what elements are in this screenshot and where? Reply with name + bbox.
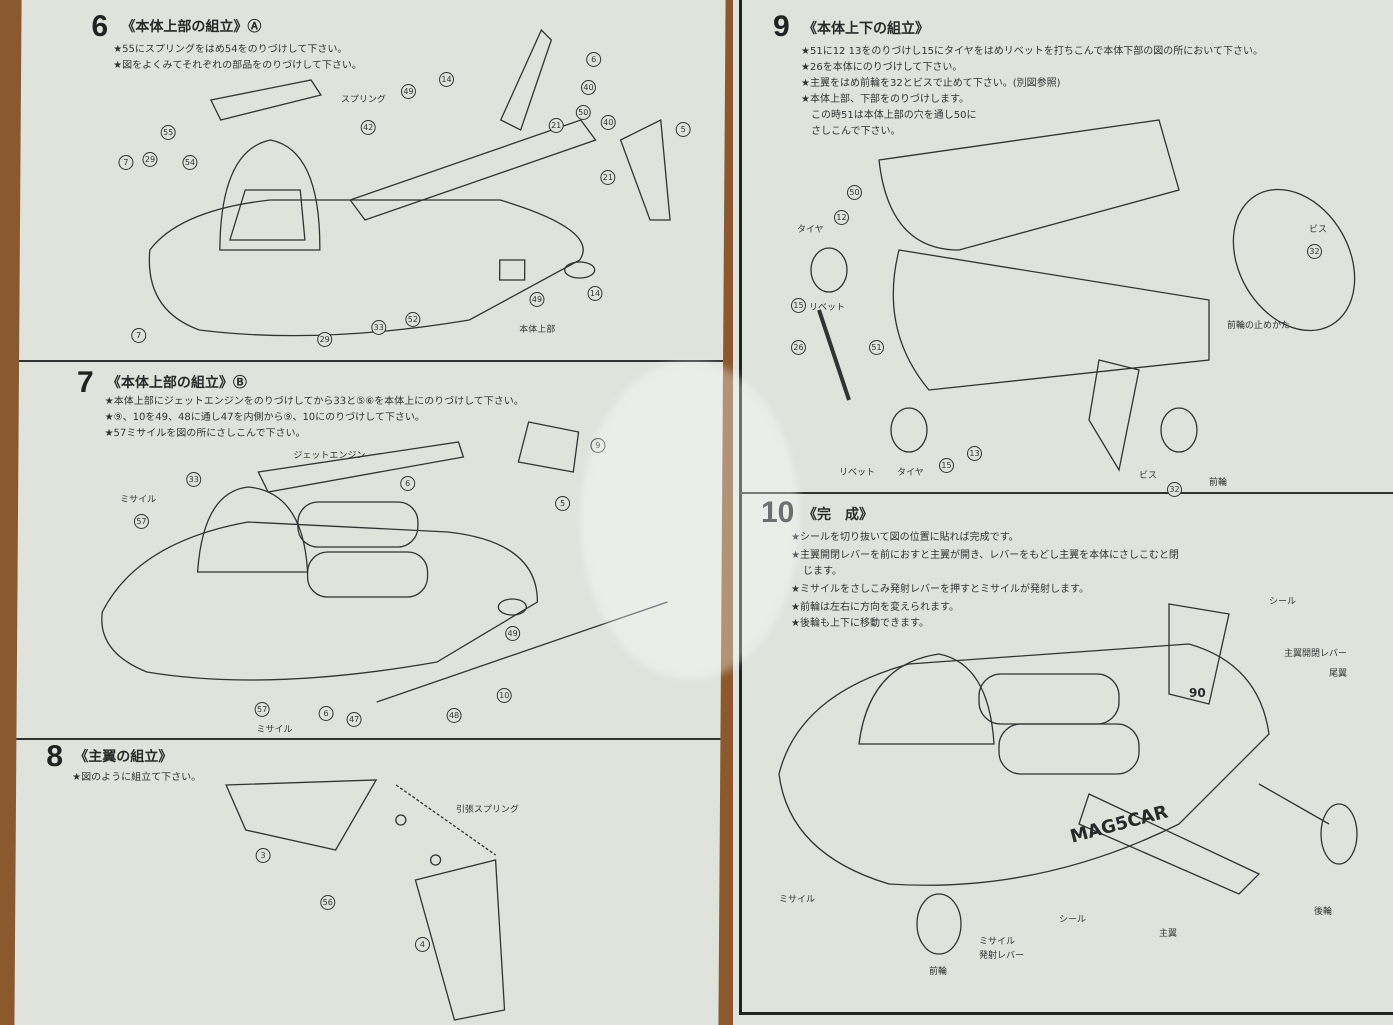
step-title: 《本体上下の組立》 [803,21,929,37]
part-callout: ビス [1139,471,1158,481]
instruction: ★本体上部、下部をのりづけします。 [801,94,969,105]
part-callout: 前輪の止めかた [1227,321,1291,331]
part-callout: 47 [346,712,362,727]
part-callout: 6 [586,52,602,67]
part-callout: 引張スプリング [455,805,519,815]
part-callout: 6 [400,476,416,491]
dragon-watermark [580,360,800,680]
body-upper-assembly-drawing [148,28,671,337]
main-wing-drawing [225,779,506,1021]
instruction: ★シールを切り抜いて図の位置に貼れば完成です。 [791,532,1019,543]
step-9-panel: 9 《本体上下の組立》 ★51に12 13をのりづけし15にタイヤをはめリベット… [739,0,1393,497]
part-callout: 後輪 [1314,907,1333,917]
instruction: ★主翼をはめ前輪を32とビスで止めて下さい。(別図参照) [801,78,1061,89]
part-callout: 21 [600,170,616,185]
part-callout: ミサイル [256,725,293,735]
part-callout: 40 [600,115,616,130]
part-callout: 42 [360,120,376,135]
part-callout: 前輪 [929,967,948,977]
part-callout: シール [1269,597,1297,607]
part-callout: ミサイル [979,937,1016,947]
step-10-panel: 10 《完 成》 ★シールを切り抜いて図の位置に貼れば完成です。 ★主翼開閉レバ… [739,494,1393,1014]
part-callout: 56 [320,895,336,910]
part-callout: 49 [400,84,416,99]
part-callout: 57 [133,514,149,529]
part-callout: 49 [529,292,545,307]
part-callout: 14 [587,286,603,301]
right-page: 9 《本体上下の組立》 ★51に12 13をのりづけし15にタイヤをはめリベット… [733,0,1393,1025]
instruction: ★主翼開閉レバーを前におすと主翼が開き、レバーをもどし主翼を本体にさしこむと閉 [791,550,1179,561]
part-callout: 54 [182,155,198,170]
body-joining-drawing [810,119,1356,472]
part-callout: 15 [939,458,954,473]
page-border [739,0,1393,1015]
part-callout: 5 [555,496,571,511]
part-callout: 57 [254,702,270,717]
part-callout: 50 [847,185,862,200]
step-number: 9 [773,10,790,43]
part-callout: 4 [414,937,431,952]
part-callout: ビス [1309,225,1328,235]
part-callout: 6 [318,706,334,721]
part-callout: 50 [575,105,591,120]
part-callout: 前輪 [1209,478,1228,488]
part-callout: 32 [1167,482,1182,497]
part-callout: 7 [131,328,147,343]
part-callout: 33 [371,320,387,335]
part-callout: ミサイル [120,495,157,505]
part-callout: 52 [405,312,421,327]
instruction: この時51は本体上部の穴を通し50に [811,110,977,121]
part-callout: 本体上部 [519,325,556,335]
decal-number: 90 [1189,686,1206,700]
part-callout: 14 [438,72,455,87]
part-callout: 15 [791,298,806,313]
part-callout: 7 [118,155,134,170]
part-callout: 主翼開閉レバー [1284,649,1348,659]
part-callout: 40 [580,80,597,95]
part-callout: スプリング [340,95,386,105]
part-callout: 5 [675,122,691,137]
part-callout: 29 [317,332,333,347]
part-callout: タイヤ [897,468,924,478]
part-callout: リベット [809,303,846,313]
instruction: ★ミサイルをさしこみ発射レバーを押すとミサイルが発射します。 [791,584,1089,595]
part-callout: 29 [142,152,158,167]
part-callout: 49 [505,626,521,641]
part-callout: 48 [446,708,462,723]
completed-magcar-drawing [778,603,1358,955]
instruction: ★後輪も上下に移動できます。 [791,618,929,629]
part-callout: シール [1059,915,1087,925]
part-callout: 尾翼 [1329,669,1348,679]
part-callout: 33 [186,472,202,487]
step-7-panel: 7 《本体上部の組立》Ⓑ ★本体上部にジェットエンジンをのりづけしてから33と⑤… [16,362,724,740]
part-callout: 主翼 [1159,929,1178,939]
part-callout: 発射レバー [979,951,1025,961]
step-8-panel: 8 《主翼の組立》 ★図のように組立て下さい。 引張スプリング 3 56 4 [14,740,720,1025]
left-page: 6 《本体上部の組立》Ⓐ ★55にスプリングをはめ54をのりづけして下さい。 ★… [14,0,726,1025]
part-callout: 55 [160,125,176,140]
instruction: ★前輪は左右に方向を変えられます。 [791,602,959,613]
instruction: ★26を本体にのりづけして下さい。 [801,62,963,73]
step-6-panel: 6 《本体上部の組立》Ⓐ ★55にスプリングをはめ54をのりづけして下さい。 ★… [19,0,726,362]
part-callout: 13 [967,446,982,461]
part-callout: 51 [869,340,884,355]
part-callout: 32 [1307,244,1322,259]
part-callout: リベット [839,468,876,478]
instruction: ★51に12 13をのりづけし15にタイヤをはめリベットを打ちこんで本体下部の図… [801,46,1263,57]
part-callout: 12 [834,210,849,225]
part-callout: 21 [548,118,564,133]
part-callout: 3 [255,848,271,863]
part-callout: ミサイル [779,895,816,905]
part-callout: 26 [791,340,806,355]
step-title: 《完 成》 [803,507,873,523]
part-callout: ジェットエンジン [293,451,366,461]
jet-engine-assembly-drawing [101,421,668,703]
step-number: 10 [761,496,795,529]
part-callout: 10 [496,688,512,703]
instruction: じます。 [803,566,842,577]
instruction: さしこんで下さい。 [811,126,901,137]
part-callout: タイヤ [797,225,824,235]
